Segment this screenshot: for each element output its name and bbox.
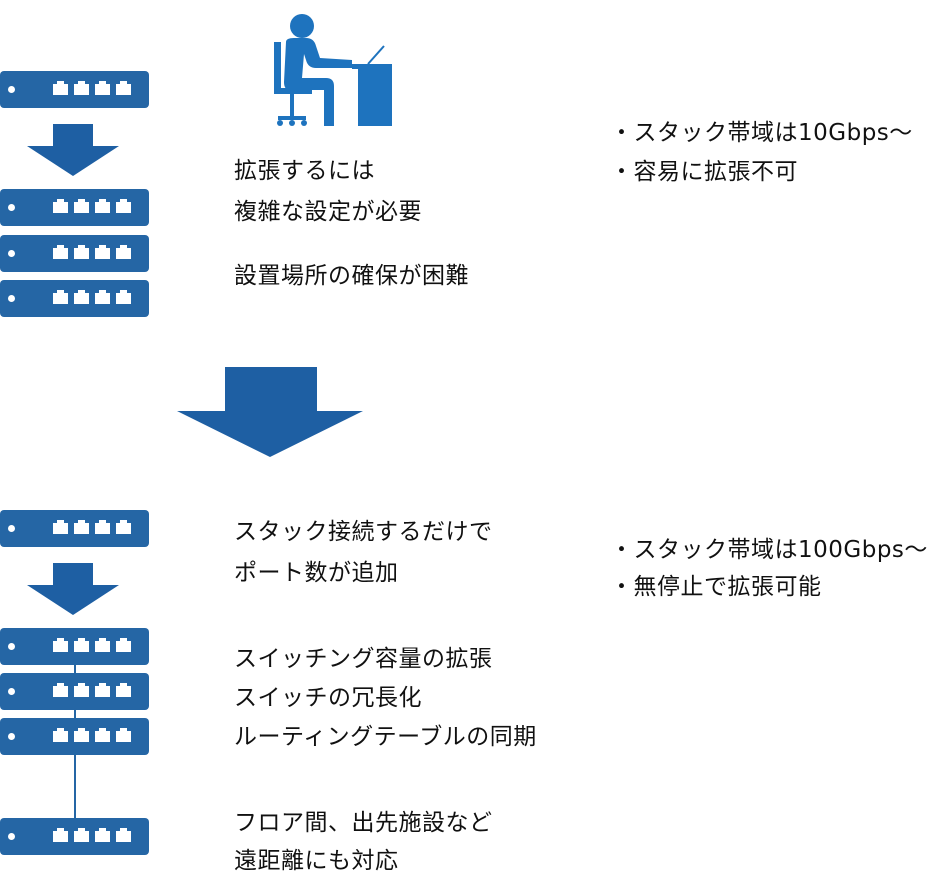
before-spec-line: ・スタック帯域は10Gbps～	[610, 120, 913, 146]
switch-icon	[0, 718, 149, 755]
switch-icon	[0, 189, 149, 226]
after-benefit-line: 遠距離にも対応	[234, 848, 399, 874]
switch-icon	[0, 673, 149, 710]
after-benefit-line: スイッチング容量の拡張	[234, 646, 493, 672]
switch-icon	[0, 628, 149, 665]
down-arrow-icon	[27, 563, 119, 615]
after-benefit-line: ポート数が追加	[234, 560, 399, 586]
switch-icon	[0, 280, 149, 317]
before-issue-line: 複雑な設定が必要	[234, 199, 422, 225]
down-arrow-icon	[27, 124, 119, 176]
person-at-computer-icon	[274, 14, 392, 126]
after-benefit-line: スタック接続するだけで	[234, 519, 493, 545]
switch-icon	[0, 235, 149, 272]
switch-icon	[0, 510, 149, 547]
after-benefit-line: フロア間、出先施設など	[234, 810, 493, 836]
before-spec-line: ・容易に拡張不可	[610, 159, 798, 185]
switch-icon	[0, 818, 149, 855]
after-spec-line: ・無停止で拡張可能	[610, 574, 822, 600]
before-issue-line: 設置場所の確保が困難	[234, 263, 469, 289]
down-arrow-icon	[177, 367, 363, 457]
switch-icon	[0, 71, 149, 108]
after-benefit-line: スイッチの冗長化	[234, 685, 422, 711]
after-benefit-line: ルーティングテーブルの同期	[234, 724, 537, 750]
before-issue-line: 拡張するには	[234, 158, 375, 184]
after-spec-line: ・スタック帯域は100Gbps～	[610, 537, 928, 563]
